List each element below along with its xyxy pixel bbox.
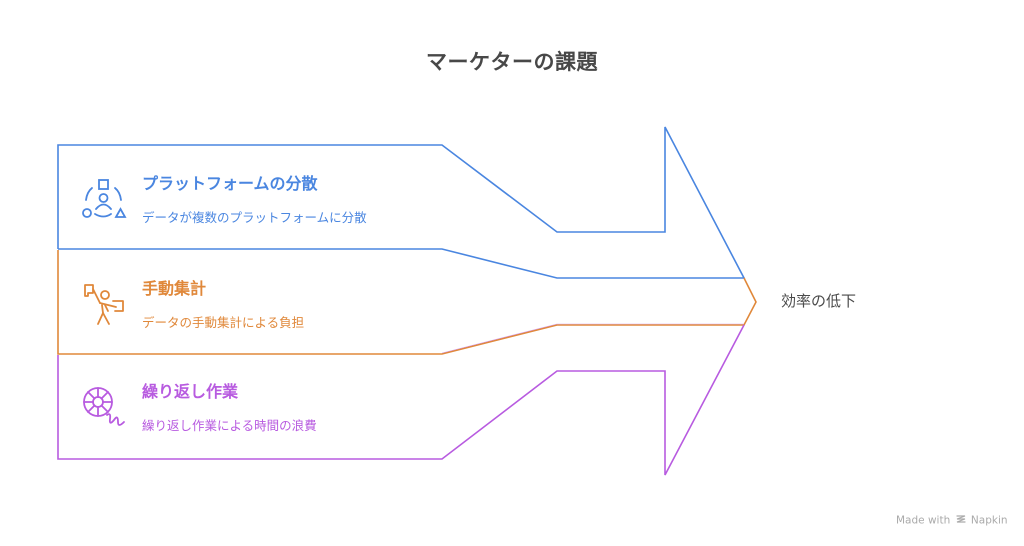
made-with-napkin-badge[interactable]: Made with Napkin <box>896 514 1008 527</box>
distributed-platforms-icon <box>80 176 128 224</box>
challenge-heading: プラットフォームの分散 <box>142 174 318 193</box>
person-carrying-loads-icon <box>80 281 128 329</box>
orange-band-outline <box>57 250 757 355</box>
napkin-brand: Napkin <box>970 514 1008 527</box>
challenge-item-repetitive-work: 繰り返し作業 繰り返し作業による時間の浪費 <box>80 378 420 458</box>
challenge-heading: 手動集計 <box>142 279 207 298</box>
challenge-item-platform-distribution: プラットフォームの分散 データが複数のプラットフォームに分散 <box>80 170 420 250</box>
made-with-label: Made with <box>896 514 951 527</box>
purple-band-outline <box>57 324 745 476</box>
challenge-item-manual-aggregation: 手動集計 データの手動集計による負担 <box>80 275 420 355</box>
blue-band-outline <box>57 126 746 279</box>
napkin-logo-icon <box>955 514 966 527</box>
challenge-description: 繰り返し作業による時間の浪費 <box>142 418 317 433</box>
challenge-description: データの手動集計による負担 <box>142 315 305 330</box>
challenge-heading: 繰り返し作業 <box>142 382 239 401</box>
outcome-label: 効率の低下 <box>781 292 857 310</box>
challenge-description: データが複数のプラットフォームに分散 <box>142 210 367 225</box>
spinning-wheel-icon <box>80 384 128 432</box>
diagram-title: マーケターの課題 <box>426 50 598 74</box>
